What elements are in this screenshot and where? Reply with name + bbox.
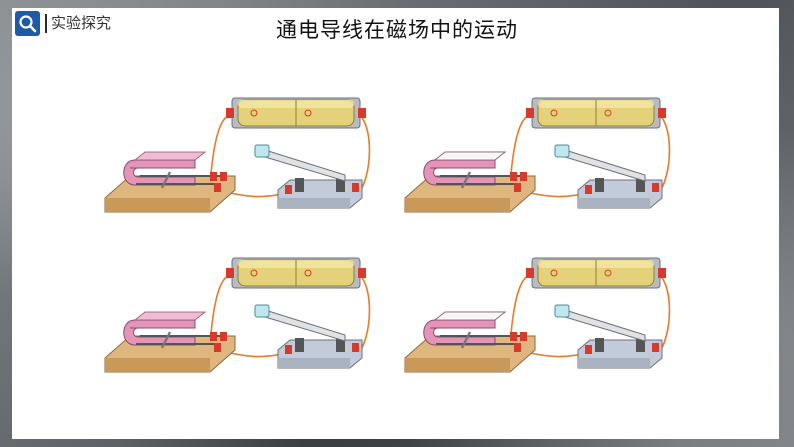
header-bar: 实验探究 [12,8,779,38]
search-icon [19,15,37,33]
setup-4 [403,256,671,374]
experiment-diagram [103,96,671,374]
section-label: 实验探究 [51,14,112,32]
search-button[interactable] [15,11,40,36]
setup-2 [403,96,671,214]
page-title: 通电导线在磁场中的运动 [276,18,518,42]
setup-3 [103,256,371,374]
setup-1 [103,96,371,214]
header-divider [45,14,47,33]
